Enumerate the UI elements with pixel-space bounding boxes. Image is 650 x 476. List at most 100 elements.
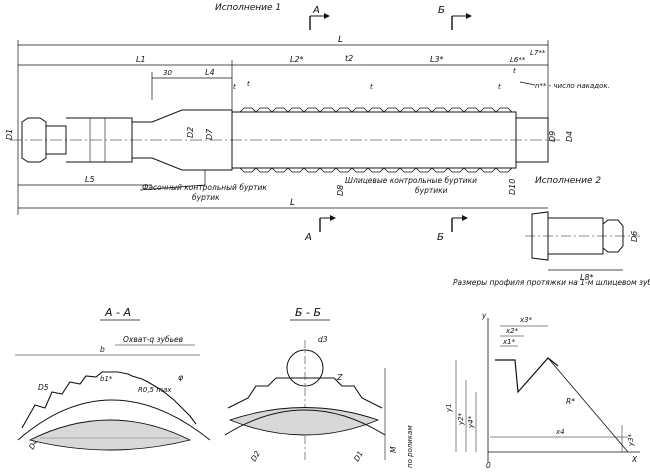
variant2-view: L8* D6 [525,211,640,282]
broach-tooth [447,107,465,113]
svg-text:X: X [631,455,638,464]
svg-text:буртики: буртики [415,186,448,195]
broach-tooth [495,167,513,173]
svg-text:n** - число накадок.: n** - число накадок. [535,82,610,90]
svg-text:y3*: y3* [627,433,635,447]
broach-body: D1 D2 D7 D9 D4 D8 D10 [5,107,574,196]
svg-text:по роликам: по роликам [406,425,414,468]
dimension-lines-top: L L1 L2* t2 L3* L6** L7** 30 L4 t t t t … [17,35,610,215]
broach-tooth [431,107,449,113]
svg-text:x3*: x3* [519,316,533,324]
svg-text:φ: φ [178,373,184,382]
broach-tooth [431,167,449,173]
svg-text:L4: L4 [205,68,215,77]
svg-text:Z: Z [336,373,343,382]
svg-text:Б: Б [437,232,444,243]
broach-tooth [351,167,369,173]
svg-text:L1: L1 [136,55,146,64]
splined-note: Шлицевые контрольные буртики [345,176,477,185]
svg-text:D6: D6 [630,231,639,242]
svg-text:L7**: L7** [530,49,546,57]
svg-text:D1: D1 [5,129,14,140]
svg-text:А - А: А - А [104,306,131,319]
section-mark-a-top: А [309,5,330,30]
broach-tooth [367,167,385,173]
svg-text:А: А [312,5,320,16]
svg-text:x2*: x2* [505,327,519,335]
svg-text:t2: t2 [345,54,353,63]
svg-text:0: 0 [486,461,491,470]
svg-text:d3: d3 [318,335,328,344]
svg-text:t: t [513,67,516,75]
broach-tooth [463,107,481,113]
svg-text:D2: D2 [186,127,195,138]
broach-tooth [271,107,289,113]
broach-tooth [463,167,481,173]
svg-text:t: t [233,83,236,91]
broach-tooth [479,167,497,173]
variant2-title: Исполнение 2 [535,176,601,186]
svg-text:D8: D8 [336,185,345,196]
svg-text:буртик: буртик [192,193,220,202]
svg-text:D5: D5 [38,383,49,392]
broach-tooth [255,107,273,113]
broach-tooth [415,167,433,173]
svg-text:L8*: L8* [580,273,594,282]
faceted-note: Фасочный контрольный буртик [142,183,267,192]
broach-tooth [319,167,337,173]
broach-tooth [319,107,337,113]
svg-text:t: t [370,83,373,91]
svg-text:D4: D4 [565,131,574,142]
broach-tooth [479,107,497,113]
broach-tooth [287,167,305,173]
svg-text:R*: R* [566,397,575,406]
svg-text:L3*: L3* [430,55,444,64]
broach-tooth [271,167,289,173]
broach-tooth [399,167,417,173]
svg-text:y: y [481,311,487,320]
svg-text:L2*: L2* [290,55,304,64]
svg-text:Размеры профиля протяжки на 1-: Размеры профиля протяжки на 1-м шлицевом… [453,278,650,287]
broach-tooth [447,167,465,173]
svg-text:L: L [338,35,343,45]
svg-text:M: M [389,446,398,453]
svg-text:D1: D1 [352,449,365,463]
svg-text:x1*: x1* [502,338,516,346]
svg-text:L: L [290,198,295,208]
broach-tooth [415,107,433,113]
broach-tooth [239,167,257,173]
section-aa: А - А Охват-q зубьев b b1* R0,5 max φ D5… [15,306,211,451]
svg-text:x4: x4 [555,428,565,436]
broach-tooth [335,107,353,113]
svg-text:b1*: b1* [100,375,113,383]
svg-text:А: А [304,232,312,243]
svg-text:L6**: L6** [510,56,526,64]
svg-text:D2: D2 [249,449,262,463]
svg-text:t: t [247,80,250,88]
svg-text:y4*: y4* [467,415,475,429]
svg-text:y2*: y2* [457,412,465,426]
section-mark-b-top: Б [438,5,472,30]
svg-text:R0,5 max: R0,5 max [138,386,172,394]
svg-text:D9: D9 [548,131,557,142]
broach-tooth [383,107,401,113]
broach-tooth [303,167,321,173]
svg-text:D7: D7 [205,128,214,140]
dimension-lines-bottom: L5 L [18,170,548,209]
broach-tooth [335,167,353,173]
svg-text:Охват-q зубьев: Охват-q зубьев [123,335,183,344]
section-mark-b-bottom: Б [437,215,468,243]
broach-tooth [495,107,513,113]
broach-tooth [255,167,273,173]
profile-detail: Размеры профиля протяжки на 1-м шлицевом… [445,278,650,470]
section-mark-a-bottom: А [304,215,336,243]
broach-tooth [367,107,385,113]
broach-tooth [239,107,257,113]
broach-tooth [351,107,369,113]
variant1-title: Исполнение 1 [215,3,281,13]
section-bb: Б - Б d3 Z D2 D1 M по роликам [224,306,414,468]
broach-tooth [399,107,417,113]
broach-tooth [287,107,305,113]
